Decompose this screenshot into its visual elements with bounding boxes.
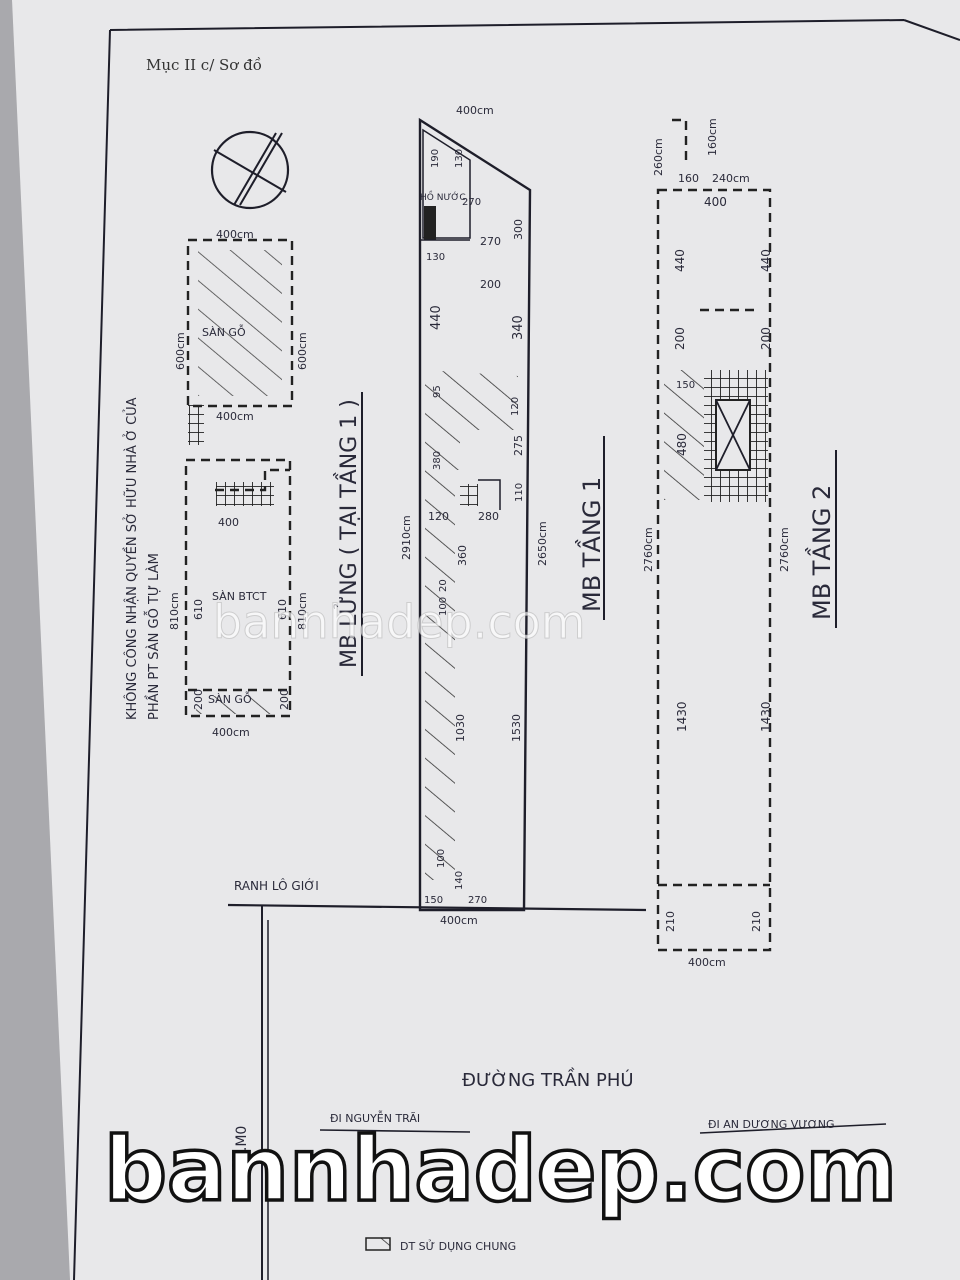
svg-text:275: 275 xyxy=(512,435,525,456)
svg-text:210: 210 xyxy=(664,911,677,932)
svg-text:400cm: 400cm xyxy=(212,726,250,739)
svg-text:20: 20 xyxy=(438,579,449,592)
svg-text:120: 120 xyxy=(510,397,521,416)
boundary-label: RANH LÔ GIỚI xyxy=(234,878,319,893)
water-tank xyxy=(424,206,436,240)
floor1-plan: 400cm 190 130 HỒ NƯỚC 270 300 270 130 20… xyxy=(400,104,606,927)
svg-text:810cm: 810cm xyxy=(296,592,309,630)
svg-text:SÀN GỖ: SÀN GỖ xyxy=(208,691,252,706)
side-mark: 0.M0 xyxy=(234,1126,250,1160)
watermark-center: bannhadep.com xyxy=(213,595,586,649)
floor1-stair xyxy=(460,484,478,506)
ownership-note: KHÔNG CÔNG NHẬN QUYỀN SỞ HỮU NHÀ Ở CỦA P… xyxy=(123,397,162,720)
svg-text:240cm: 240cm xyxy=(712,172,750,185)
floor2-plan: 260cm 160cm 160 240cm 400 440 440 200 20… xyxy=(642,118,837,969)
svg-text:300: 300 xyxy=(512,219,525,240)
svg-text:140: 140 xyxy=(454,871,465,890)
svg-text:HỒ NƯỚC: HỒ NƯỚC xyxy=(420,190,466,203)
svg-text:610: 610 xyxy=(276,599,289,620)
svg-text:270: 270 xyxy=(468,895,487,906)
svg-text:260cm: 260cm xyxy=(652,138,665,176)
site-plan: RANH LÔ GIỚI ĐƯỜNG TRẦN PHÚ ĐI NGUYỄN TR… xyxy=(227,878,887,1280)
svg-text:360: 360 xyxy=(456,545,469,566)
svg-text:2760cm: 2760cm xyxy=(642,527,655,572)
mezz-top-block xyxy=(186,238,294,408)
svg-text:PHẦN PT SÀN GỖ TỰ LÀM: PHẦN PT SÀN GỖ TỰ LÀM xyxy=(144,553,162,720)
svg-text:440: 440 xyxy=(673,249,687,272)
svg-text:200: 200 xyxy=(192,689,205,710)
svg-text:380: 380 xyxy=(432,451,443,470)
svg-text:600cm: 600cm xyxy=(174,332,187,370)
mezz-stair xyxy=(216,482,274,506)
page-border xyxy=(73,19,960,1280)
svg-text:130: 130 xyxy=(454,149,465,168)
svg-text:2650cm: 2650cm xyxy=(536,521,549,566)
north-arrow-icon xyxy=(210,130,290,210)
svg-text:270: 270 xyxy=(480,235,501,248)
svg-text:1030: 1030 xyxy=(454,714,467,742)
svg-text:120: 120 xyxy=(428,510,449,523)
svg-text:440: 440 xyxy=(429,305,444,330)
svg-text:2760cm: 2760cm xyxy=(778,527,791,572)
svg-text:190: 190 xyxy=(430,149,441,168)
svg-text:810cm: 810cm xyxy=(168,592,181,630)
floor2-title: MB TẦNG 2 xyxy=(804,485,836,620)
svg-text:400: 400 xyxy=(218,516,239,529)
paper-shadow xyxy=(0,0,70,1280)
svg-text:110: 110 xyxy=(514,483,525,502)
mezzanine-plan: 400cm SÀN GỖ 400cm 400 SÀN BTCT SÀN GỖ 4… xyxy=(168,228,363,739)
svg-text:400cm: 400cm xyxy=(216,228,254,241)
svg-text:2910cm: 2910cm xyxy=(400,515,413,560)
svg-text:400cm: 400cm xyxy=(688,956,726,969)
boundary-line xyxy=(227,903,647,912)
svg-text:340: 340 xyxy=(511,315,526,340)
svg-text:280: 280 xyxy=(478,510,499,523)
shared-area-legend-icon xyxy=(365,1237,391,1251)
street-name: ĐƯỜNG TRẦN PHÚ xyxy=(462,1067,634,1091)
svg-text:210: 210 xyxy=(750,911,763,932)
direction-left: ĐI NGUYỄN TRÃI xyxy=(330,1110,420,1125)
mezzanine-title: MB LỬNG ( TẠI TẦNG 1 ) xyxy=(334,399,362,668)
svg-text:200: 200 xyxy=(480,278,501,291)
svg-text:100: 100 xyxy=(436,849,447,868)
mezz-stair-upper xyxy=(188,405,204,445)
svg-text:400cm: 400cm xyxy=(456,104,494,117)
svg-text:SÀN GỖ: SÀN GỖ xyxy=(202,324,246,339)
svg-text:100: 100 xyxy=(438,597,449,616)
svg-text:160cm: 160cm xyxy=(706,118,719,156)
svg-text:95: 95 xyxy=(432,385,443,398)
watermark-bottom: bannhadep.com xyxy=(104,1118,897,1221)
svg-text:200: 200 xyxy=(278,689,291,710)
svg-text:480: 480 xyxy=(675,433,689,456)
svg-text:150: 150 xyxy=(676,380,695,391)
svg-text:400cm: 400cm xyxy=(216,410,254,423)
floor1-outline xyxy=(418,117,532,912)
mezz-mid-block xyxy=(184,458,292,718)
floor1-title: MB TẦNG 1 xyxy=(574,477,606,612)
svg-text:160: 160 xyxy=(678,172,699,185)
section-label: Mục II c/ Sơ đồ xyxy=(146,56,262,74)
svg-text:610: 610 xyxy=(192,599,205,620)
svg-text:440: 440 xyxy=(759,249,773,272)
svg-text:1430: 1430 xyxy=(675,701,689,732)
svg-text:150: 150 xyxy=(424,895,443,906)
svg-text:1430: 1430 xyxy=(759,701,773,732)
svg-text:200: 200 xyxy=(759,327,773,350)
svg-text:400: 400 xyxy=(704,195,727,209)
svg-text:600cm: 600cm xyxy=(296,332,309,370)
svg-text:1530: 1530 xyxy=(510,714,523,742)
svg-text:KHÔNG CÔNG NHẬN QUYỀN SỞ HỮU N: KHÔNG CÔNG NHẬN QUYỀN SỞ HỮU NHÀ Ở CỦA xyxy=(123,397,140,720)
svg-text:270: 270 xyxy=(462,197,481,208)
svg-text:400cm: 400cm xyxy=(440,914,478,927)
svg-text:130: 130 xyxy=(426,252,445,263)
svg-text:200: 200 xyxy=(673,327,687,350)
svg-text:SÀN BTCT: SÀN BTCT xyxy=(212,590,267,603)
shared-area-legend: DT SỬ DỤNG CHUNG xyxy=(400,1239,516,1253)
